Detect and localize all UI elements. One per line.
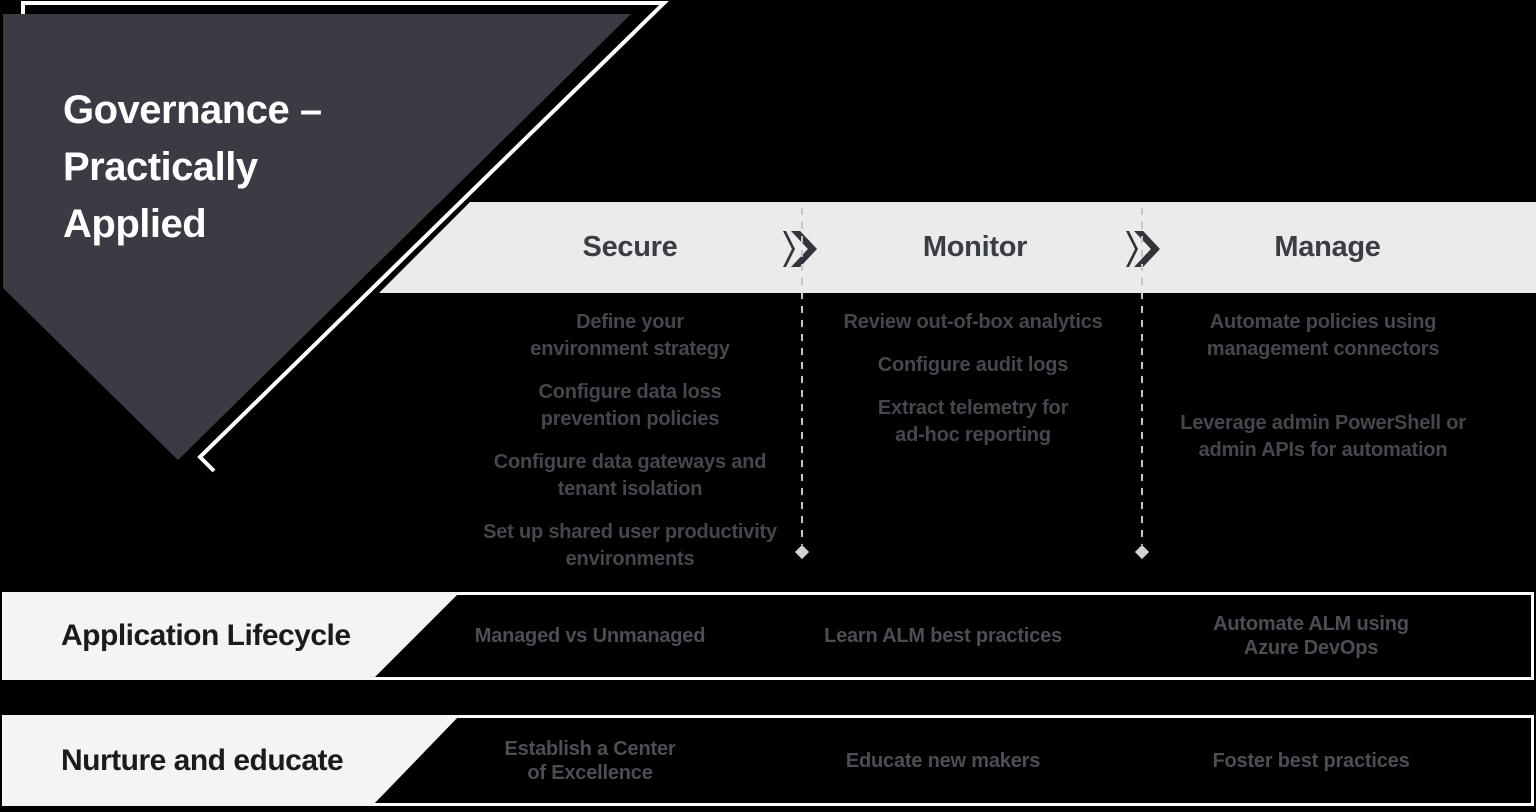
row-nurture-and-educate: Nurture and educate Establish a Center o…: [2, 715, 1534, 806]
row-label: Nurture and educate: [3, 715, 460, 806]
column-manage-items: Automate policies using management conne…: [1138, 309, 1508, 480]
page-title: Governance – Practically Applied: [63, 88, 322, 246]
chevron-right-icon: [783, 231, 817, 267]
list-item: Extract telemetry for ad-hoc reporting: [877, 397, 1069, 446]
step-label-secure: Secure: [582, 231, 678, 263]
row-cell: Learn ALM best practices: [824, 625, 1062, 647]
list-item: Configure audit logs: [877, 354, 1069, 376]
list-item: Define your environment strategy: [530, 311, 730, 360]
column-monitor-items: Review out-of-box analytics Configure au…: [805, 309, 1141, 465]
chevron-back-piece: [783, 231, 795, 267]
separator-diamond-end: [1134, 544, 1150, 560]
step-label-manage: Manage: [1274, 231, 1381, 263]
list-item: Automate policies using management conne…: [1206, 311, 1440, 360]
list-item: Set up shared user productivity environm…: [483, 521, 777, 570]
row-application-lifecycle: Application Lifecycle Managed vs Unmanag…: [2, 592, 1534, 680]
step-label-monitor: Monitor: [922, 231, 1028, 263]
list-item: Leverage admin PowerShell or admin APIs …: [1180, 412, 1466, 461]
process-header-bar: [379, 202, 1536, 293]
row-cell: Foster best practices: [1212, 749, 1410, 772]
column-separator-dashed-line: [801, 208, 803, 545]
row-cell: Automate ALM using Azure DevOps: [1213, 613, 1409, 659]
list-item: Configure data gateways and tenant isola…: [493, 451, 767, 500]
row-cell: Educate new makers: [845, 749, 1041, 772]
row-cell: Establish a Center of Excellence: [504, 737, 676, 784]
list-item: Review out-of-box analytics: [843, 311, 1103, 333]
chevron-back-piece: [1126, 231, 1138, 267]
column-secure-items: Define your environment strategy Configu…: [455, 309, 805, 589]
list-item: Configure data loss prevention policies: [538, 381, 722, 430]
row-cell: Managed vs Unmanaged: [474, 625, 706, 647]
row-label: Application Lifecycle: [3, 592, 460, 680]
column-separator-dashed-line: [1141, 208, 1143, 545]
chevron-right-icon: [1126, 231, 1160, 267]
